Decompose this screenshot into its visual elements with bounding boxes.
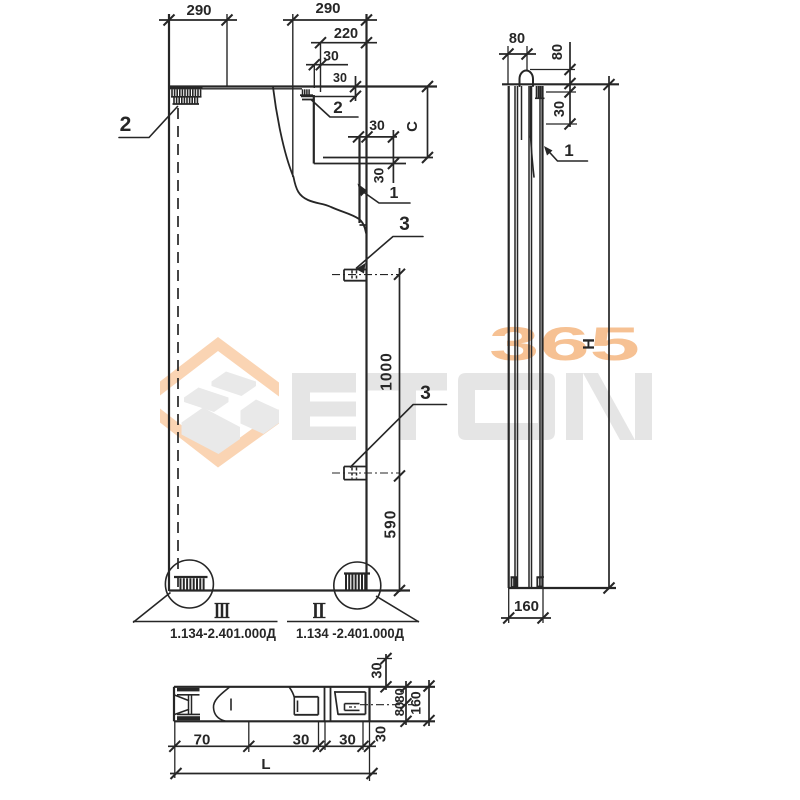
svg-text:1.134 -2.401.000Д: 1.134 -2.401.000Д bbox=[296, 626, 404, 641]
svg-text:30: 30 bbox=[333, 71, 347, 85]
svg-text:1: 1 bbox=[564, 141, 573, 160]
svg-text:30: 30 bbox=[323, 48, 339, 64]
svg-text:C: C bbox=[404, 121, 421, 132]
svg-text:80: 80 bbox=[509, 31, 525, 47]
svg-text:H: H bbox=[581, 338, 598, 350]
svg-text:30: 30 bbox=[552, 101, 568, 117]
svg-text:2: 2 bbox=[120, 113, 132, 136]
svg-text:590: 590 bbox=[383, 510, 400, 539]
svg-text:160: 160 bbox=[514, 598, 539, 615]
svg-text:80: 80 bbox=[392, 702, 407, 716]
svg-text:3: 3 bbox=[420, 383, 431, 404]
svg-text:30: 30 bbox=[293, 732, 310, 749]
svg-text:80: 80 bbox=[392, 688, 407, 702]
svg-text:290: 290 bbox=[186, 2, 211, 19]
svg-text:30: 30 bbox=[369, 117, 385, 133]
svg-text:2: 2 bbox=[333, 98, 342, 117]
svg-text:1.134-2.401.000Д: 1.134-2.401.000Д bbox=[170, 626, 276, 641]
svg-text:70: 70 bbox=[194, 732, 211, 749]
svg-text:290: 290 bbox=[315, 0, 340, 17]
svg-text:30: 30 bbox=[339, 732, 356, 749]
svg-text:365: 365 bbox=[489, 317, 640, 370]
svg-text:L: L bbox=[261, 756, 270, 773]
svg-text:220: 220 bbox=[334, 26, 358, 42]
svg-text:30: 30 bbox=[370, 662, 386, 678]
svg-text:30: 30 bbox=[371, 168, 387, 184]
svg-text:80: 80 bbox=[550, 44, 566, 60]
svg-text:1000: 1000 bbox=[379, 352, 396, 390]
svg-text:1: 1 bbox=[390, 185, 399, 202]
svg-text:30: 30 bbox=[374, 726, 390, 742]
svg-text:3: 3 bbox=[399, 214, 410, 235]
svg-text:160: 160 bbox=[408, 691, 424, 715]
